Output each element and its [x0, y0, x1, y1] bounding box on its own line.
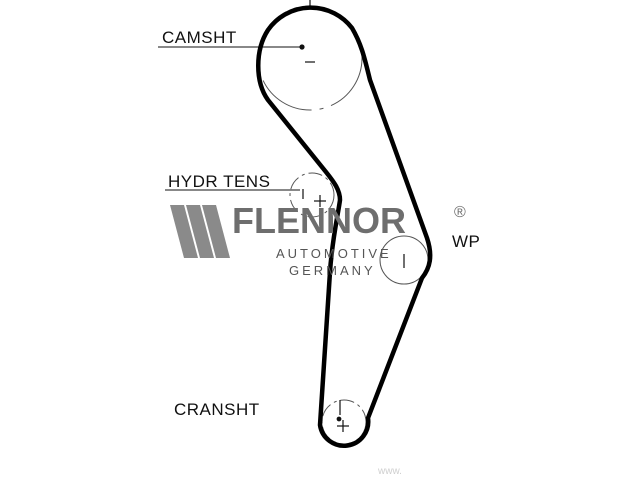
watermark-line2: GERMANY: [289, 263, 376, 278]
leader-lines: [158, 46, 300, 191]
footer-text: www.: [378, 466, 402, 477]
watermark-brand: FLENNOR: [232, 200, 406, 241]
timing-belt: [256, 5, 433, 448]
water-pump-label: WP: [452, 232, 481, 251]
watermark-registered-mark: ®: [454, 204, 466, 221]
hydraulic-tensioner-label: HYDR TENS: [168, 172, 271, 191]
tensioner-pulley: [289, 172, 335, 218]
camshaft-label: CAMSHT: [162, 28, 237, 47]
flennor-stripes-logo: [170, 205, 230, 258]
center-marks: [299, 0, 405, 432]
crankshaft-label: CRANSHT: [174, 400, 260, 419]
watermark-line1: AUTOMOTIVE: [276, 246, 392, 261]
